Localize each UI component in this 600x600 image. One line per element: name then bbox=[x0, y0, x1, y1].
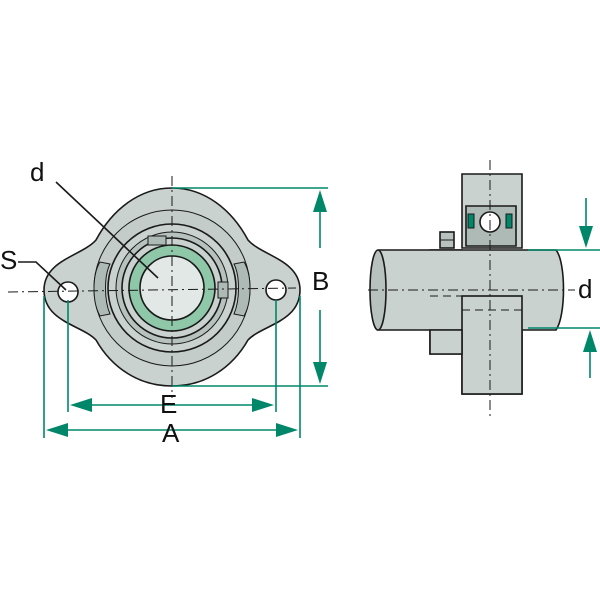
s-leader-line bbox=[18, 261, 67, 291]
a-arrow-left bbox=[46, 423, 68, 437]
left-lug bbox=[93, 261, 111, 317]
d-leader-line bbox=[55, 181, 159, 279]
b-arrow-top bbox=[313, 190, 327, 212]
side-collar-lower bbox=[429, 329, 463, 355]
side-view bbox=[368, 160, 575, 420]
a-arrow-right bbox=[276, 423, 298, 437]
s-label: S bbox=[0, 245, 17, 275]
e-label: E bbox=[160, 389, 177, 419]
d-side-arrow-top bbox=[579, 226, 593, 248]
front-center-line-horizontal bbox=[7, 287, 297, 293]
a-label: A bbox=[162, 418, 180, 448]
seal-right bbox=[505, 213, 513, 229]
d-label-front: d bbox=[30, 157, 44, 187]
collar-lug-top bbox=[147, 235, 167, 246]
collar-lug-right bbox=[217, 281, 229, 299]
front-dimensions: d S B E A bbox=[0, 157, 329, 448]
e-arrow-right bbox=[252, 398, 274, 412]
seal-left bbox=[467, 213, 475, 229]
bolt-hole-right bbox=[265, 279, 287, 301]
front-view bbox=[7, 176, 301, 398]
side-dimensions: d bbox=[528, 198, 600, 378]
b-label: B bbox=[312, 266, 329, 296]
d-label-side: d bbox=[578, 274, 592, 304]
d-side-arrow-bottom bbox=[583, 330, 597, 352]
e-arrow-left bbox=[70, 398, 92, 412]
side-housing-lower-visible bbox=[461, 295, 523, 395]
b-arrow-bottom bbox=[313, 362, 327, 384]
